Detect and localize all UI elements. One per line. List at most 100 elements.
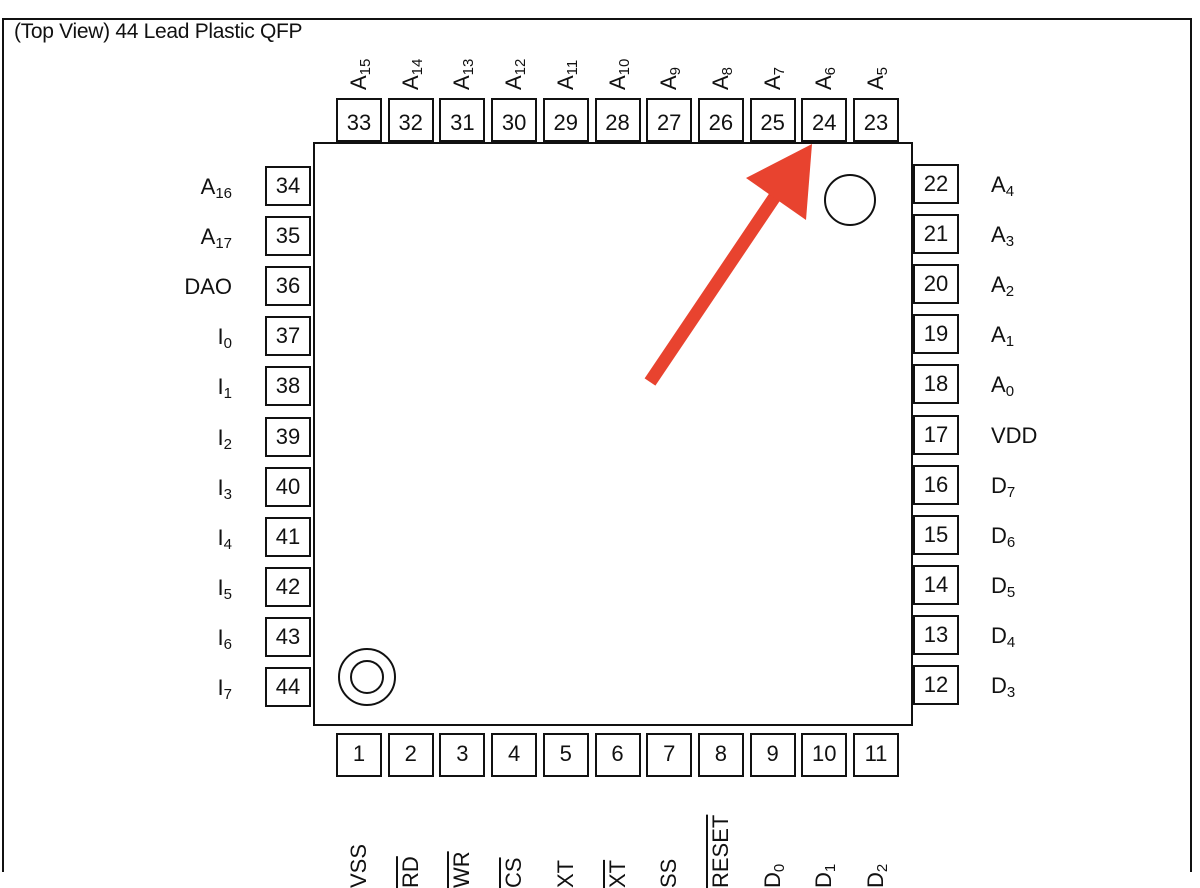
- pin-subscript: 4: [223, 535, 232, 553]
- pin-1: 1: [336, 733, 382, 777]
- pin-name: A: [759, 75, 785, 90]
- pin-15: 15: [913, 514, 959, 555]
- diagram-frame: [2, 18, 1192, 872]
- pin-label-5: XT: [553, 798, 579, 888]
- pin-subscript: 5: [223, 585, 232, 603]
- pin-2: 2: [387, 733, 434, 777]
- pin-20: 20: [913, 264, 959, 305]
- pin-name: D: [991, 673, 1007, 698]
- pin-name: D: [811, 872, 837, 888]
- pin-name: RESET: [707, 814, 733, 888]
- pin-label-17: VDD: [991, 423, 1081, 449]
- pin-name: A: [200, 174, 216, 199]
- pin-10: 10: [801, 733, 848, 777]
- pin-name: I: [217, 624, 224, 650]
- pin-14: 14: [913, 564, 959, 605]
- pin-name: A: [991, 222, 1006, 248]
- pin-label-23: A5: [863, 0, 891, 90]
- pin-subscript: 16: [215, 185, 232, 202]
- pin-subscript: 6: [822, 66, 840, 76]
- pin-label-8: RESET: [708, 798, 734, 888]
- pin-27: 27: [646, 98, 693, 142]
- pin-name: D: [991, 622, 1007, 648]
- pin-42: 42: [265, 566, 311, 607]
- pin-21: 21: [913, 214, 959, 255]
- pin-label-16: D7: [991, 473, 1081, 500]
- pin-label-28: A10: [604, 0, 633, 90]
- pin-label-40: I3: [142, 475, 232, 502]
- pin-name: A: [707, 75, 733, 90]
- pin-name: A: [991, 322, 1006, 348]
- pin-38: 38: [265, 366, 311, 407]
- pin-subscript: 1: [1005, 333, 1015, 351]
- pin-label-29: A11: [552, 0, 581, 90]
- pin-label-25: A7: [759, 0, 788, 90]
- pin-44: 44: [265, 667, 311, 707]
- pin-11: 11: [853, 733, 899, 777]
- pin-label-2: RD: [398, 798, 424, 888]
- pin-name: A: [811, 75, 837, 90]
- pin-name: A: [200, 224, 216, 250]
- pin-subscript: 3: [1006, 684, 1016, 701]
- pin-label-43: I6: [142, 624, 232, 653]
- pin-label-42: I5: [142, 575, 232, 603]
- pin-name: VDD: [991, 422, 1038, 448]
- pin-name: I: [217, 374, 224, 400]
- pin-name: I: [217, 524, 224, 550]
- pin-label-32: A14: [398, 0, 426, 90]
- pin-label-7: SS: [656, 798, 682, 888]
- pin-8: 8: [697, 733, 744, 777]
- pin-label-19: A1: [991, 322, 1081, 351]
- pin-9: 9: [749, 733, 796, 777]
- pin-label-4: CS: [501, 798, 527, 888]
- pin-41: 41: [265, 516, 311, 557]
- pin-label-35: A17: [142, 224, 232, 251]
- pin-35: 35: [265, 216, 311, 257]
- pin-subscript: 9: [667, 66, 685, 76]
- pin-label-15: D6: [991, 522, 1081, 551]
- pin-label-33: A15: [346, 0, 374, 90]
- pin-label-24: A6: [811, 0, 840, 90]
- pin-22: 22: [913, 164, 959, 204]
- pin-name: A: [863, 75, 888, 90]
- pin-subscript: 11: [563, 59, 581, 76]
- pin-label-22: A4: [991, 172, 1081, 199]
- pin-name: A: [991, 372, 1006, 398]
- pin-43: 43: [265, 616, 311, 657]
- pin-subscript: 6: [1006, 533, 1016, 551]
- pin-label-12: D3: [991, 673, 1081, 701]
- pin-name: I: [217, 675, 224, 700]
- pin-label-9: D0: [760, 798, 788, 888]
- pin-label-38: I1: [142, 374, 232, 401]
- pin-subscript: 12: [512, 58, 530, 76]
- pin-name: A: [501, 75, 527, 90]
- pin-19: 19: [913, 314, 959, 355]
- pin-subscript: 0: [770, 863, 788, 873]
- pin-name: D: [991, 572, 1007, 598]
- pin-subscript: 6: [223, 635, 232, 653]
- pin-28: 28: [594, 98, 641, 142]
- pin-name: XT: [552, 859, 578, 888]
- pin-subscript: 14: [408, 58, 426, 76]
- pin-name: D: [991, 522, 1007, 548]
- pin-5: 5: [542, 733, 589, 777]
- pin-name: VSS: [346, 843, 371, 888]
- pin-name: A: [552, 75, 578, 90]
- pin-name: XT: [604, 859, 630, 888]
- pin-39: 39: [265, 416, 311, 457]
- pin-23: 23: [853, 98, 899, 142]
- pin-subscript: 7: [223, 686, 232, 703]
- pin-25: 25: [749, 98, 796, 142]
- pin-label-30: A12: [501, 0, 530, 90]
- pin-40: 40: [265, 466, 311, 507]
- pin-label-14: D5: [991, 572, 1081, 600]
- pin-label-11: D2: [863, 798, 891, 888]
- pin-name: A: [604, 75, 630, 90]
- pin-subscript: 7: [770, 66, 788, 76]
- pin-subscript: 1: [822, 863, 840, 873]
- pin-name: A: [991, 272, 1006, 298]
- pin-subscript: 3: [1005, 233, 1015, 251]
- pin-name: WR: [449, 851, 475, 888]
- pin-subscript: 4: [1006, 633, 1016, 651]
- pin-26: 26: [697, 98, 744, 142]
